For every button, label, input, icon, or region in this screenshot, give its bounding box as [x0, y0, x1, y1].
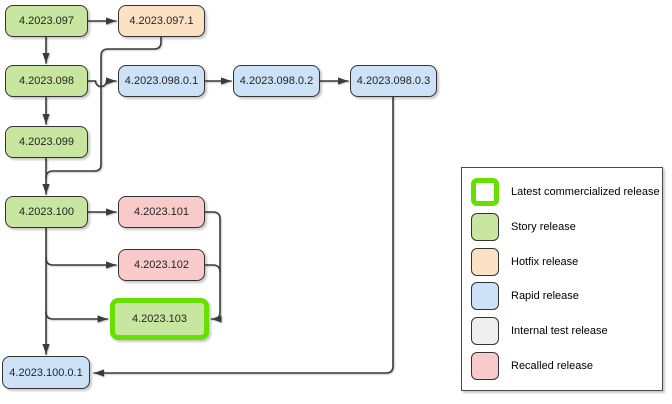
- node-label: 4.2023.103: [131, 313, 188, 325]
- legend-item-rapid-release: Rapid release: [462, 279, 662, 314]
- node-label: 4.2023.101: [133, 206, 190, 218]
- legend-item-recalled-release: Recalled release: [462, 348, 662, 383]
- node-4-2023-103-latest: 4.2023.103: [110, 298, 209, 340]
- node-4-2023-098-0-1: 4.2023.098.0.1: [118, 65, 205, 97]
- edge-098-0-3-to-100-0-1: [93, 96, 394, 377]
- node-label: 4.2023.097.1: [129, 15, 194, 27]
- legend-swatch-rapid-icon: [471, 282, 499, 311]
- node-label: 4.2023.098: [18, 75, 75, 87]
- legend-swatch-story-icon: [471, 212, 499, 241]
- legend-swatch-hotfix-icon: [471, 247, 499, 276]
- legend-swatch-recalled-icon: [471, 351, 499, 380]
- node-4-2023-097: 4.2023.097: [5, 5, 88, 37]
- node-4-2023-100: 4.2023.100: [5, 196, 88, 228]
- edge-097-1-to-100: [45, 36, 162, 179]
- legend-label: Story release: [511, 220, 576, 233]
- legend-swatch-internal-icon: [471, 317, 499, 345]
- node-4-2023-100-0-1: 4.2023.100.0.1: [2, 356, 90, 389]
- node-4-2023-102: 4.2023.102: [118, 249, 205, 281]
- legend: Latest commercialized release Story rele…: [461, 167, 663, 391]
- edge-100-to-102: [45, 257, 117, 269]
- edge-098-to-098-0-1: [87, 77, 117, 88]
- edge-100-to-103: [45, 311, 109, 323]
- node-label: 4.2023.097: [18, 15, 75, 27]
- edge-102-to-103: [204, 264, 221, 273]
- edge-101-to-103: [204, 211, 222, 323]
- node-4-2023-098-0-2: 4.2023.098.0.2: [233, 65, 320, 97]
- node-4-2023-098-0-3: 4.2023.098.0.3: [350, 65, 437, 97]
- node-4-2023-101: 4.2023.101: [118, 196, 205, 228]
- node-label: 4.2023.102: [133, 259, 190, 271]
- legend-label: Latest commercialized release: [511, 186, 660, 199]
- node-label: 4.2023.100: [18, 206, 75, 218]
- legend-item-story-release: Story release: [462, 210, 662, 245]
- legend-item-internal-test-release: Internal test release: [462, 314, 662, 349]
- node-4-2023-097-1: 4.2023.097.1: [118, 5, 205, 37]
- legend-label: Recalled release: [511, 359, 593, 372]
- legend-item-hotfix-release: Hotfix release: [462, 244, 662, 279]
- legend-swatch-latest-icon: [471, 178, 499, 207]
- node-label: 4.2023.098.0.3: [356, 75, 431, 87]
- node-label: 4.2023.100.0.1: [9, 366, 83, 379]
- legend-label: Rapid release: [511, 290, 579, 303]
- legend-item-latest-commercialized: Latest commercialized release: [462, 175, 662, 210]
- node-label: 4.2023.099: [18, 136, 75, 148]
- node-4-2023-098: 4.2023.098: [5, 65, 88, 97]
- node-label: 4.2023.098.0.1: [124, 75, 199, 87]
- legend-label: Hotfix release: [511, 255, 579, 268]
- node-4-2023-099: 4.2023.099: [5, 126, 88, 158]
- node-label: 4.2023.098.0.2: [239, 75, 314, 87]
- legend-label: Internal test release: [511, 325, 608, 337]
